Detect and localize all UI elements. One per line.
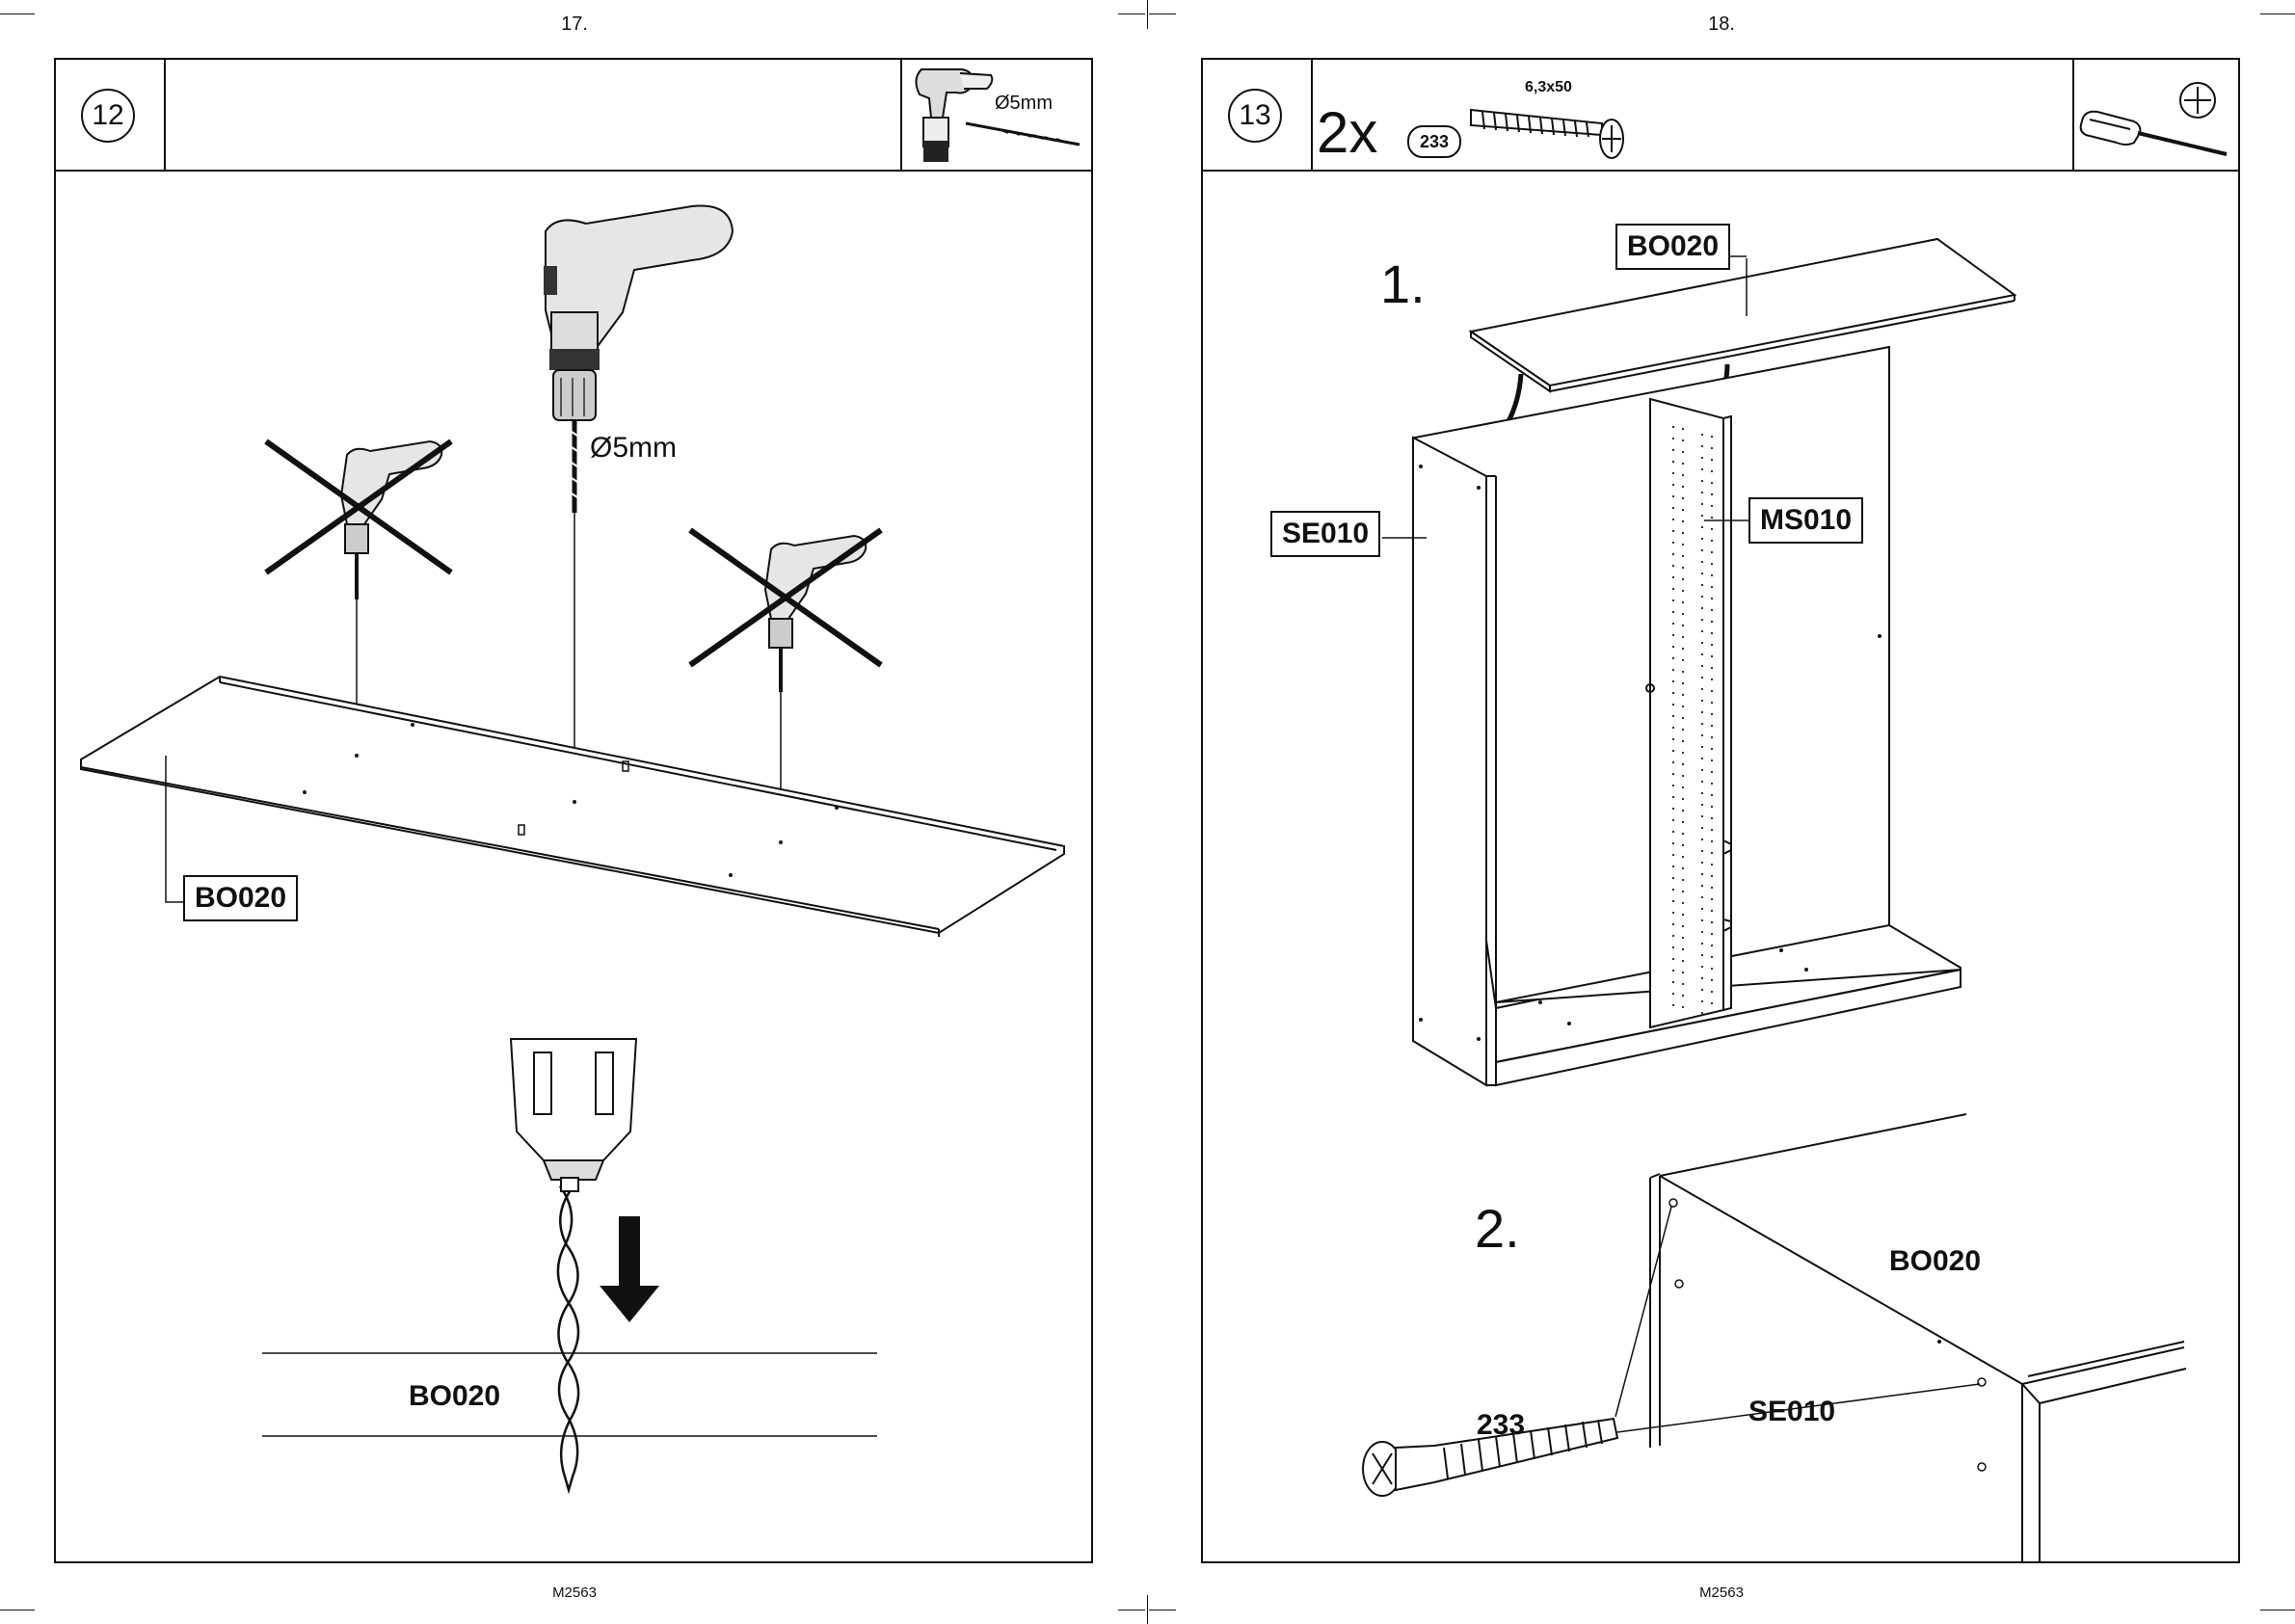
section-label-bo020: BO020 xyxy=(409,1380,500,1413)
part-label-bo020: BO020 xyxy=(1615,224,1730,270)
instruction-panel-right: 13 2x 233 6,3x50 1. 2. xyxy=(1201,58,2240,1563)
part-label-se010: SE010 xyxy=(1270,511,1380,557)
drill-illustration xyxy=(56,60,1095,1565)
crop-mark xyxy=(0,1610,35,1611)
crop-mark xyxy=(1147,0,1148,29)
part-label-bo020: BO020 xyxy=(183,875,298,921)
detail-view xyxy=(1363,1114,2186,1563)
cabinet-carcass xyxy=(1382,347,1961,1085)
crop-mark xyxy=(1147,1595,1148,1624)
drill-diameter-label: Ø5mm xyxy=(590,432,677,465)
top-panel xyxy=(1471,239,2015,391)
part-label-ms010: MS010 xyxy=(1748,497,1863,544)
detail-label-se010: SE010 xyxy=(1748,1396,1835,1428)
drill-closeup xyxy=(262,1039,877,1490)
crop-mark xyxy=(1118,1610,1145,1611)
crop-mark xyxy=(2260,1610,2295,1611)
arrow-down-icon xyxy=(600,1216,659,1322)
crop-mark xyxy=(0,13,35,14)
drill-icon xyxy=(544,206,733,802)
crop-mark xyxy=(2260,13,2295,14)
crop-mark xyxy=(1118,13,1145,14)
footer-code-left: M2563 xyxy=(478,1584,671,1601)
instruction-panel-left: 12 Ø5mm xyxy=(54,58,1093,1563)
footer-code-right: M2563 xyxy=(1625,1584,1818,1601)
assembly-illustration xyxy=(1203,60,2242,1565)
page-number-left: 17. xyxy=(478,13,671,36)
page-number-right: 18. xyxy=(1625,13,1818,36)
crop-mark xyxy=(1149,1610,1176,1611)
detail-label-bo020: BO020 xyxy=(1889,1245,1981,1278)
detail-label-screw-233: 233 xyxy=(1477,1409,1525,1442)
crop-mark xyxy=(1149,13,1176,14)
